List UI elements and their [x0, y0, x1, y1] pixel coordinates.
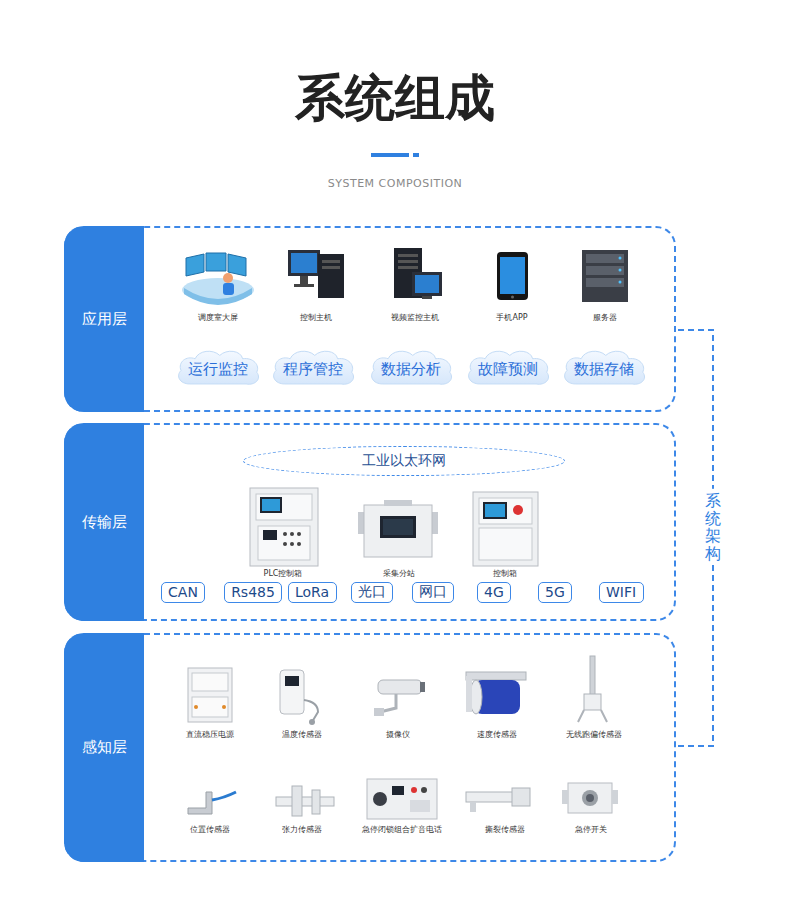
node-text: 工业以太环网 — [362, 452, 446, 470]
protocol-tag: Rs485 — [224, 582, 282, 603]
device-caption: 位置传感器 — [190, 824, 230, 835]
device-caption: 张力传感器 — [282, 824, 322, 835]
device-caption: 速度传感器 — [477, 729, 517, 740]
device-caption: 急停开关 — [575, 824, 607, 835]
position-sensor-icon — [188, 792, 236, 814]
layer-tab: 传输层 — [64, 423, 144, 621]
camera-icon — [374, 680, 425, 716]
device-caption: 撕裂传感器 — [485, 824, 525, 835]
node-text: 数据存储 — [574, 358, 634, 379]
device-caption: 服务器 — [593, 312, 617, 323]
layer-name: 感知层 — [82, 738, 127, 757]
architecture-label: 系统架构 — [703, 489, 723, 565]
node-text: 程序管控 — [283, 358, 343, 379]
ring-network-ellipse: 工业以太环网 — [243, 446, 565, 476]
device-caption: 手机APP — [496, 312, 527, 323]
node-text: LoRa — [295, 584, 329, 600]
subtitle: SYSTEM COMPOSITION — [328, 177, 463, 190]
device-caption: PLC控制箱 — [264, 568, 303, 579]
cloud-outline — [565, 351, 645, 384]
emergency-phone-icon — [367, 779, 437, 819]
video-host-icon — [394, 248, 442, 299]
node-text: 网口 — [419, 583, 447, 601]
heading-dot — [413, 153, 419, 157]
node-text: 数据分析 — [381, 358, 441, 379]
layer-panel: 应用层运行监控 程序管控 数据分析 故障预测 数据存储 — [64, 226, 676, 412]
node-text: 光口 — [358, 583, 386, 601]
cloud-outline — [179, 351, 259, 384]
device-caption: 采集分站 — [383, 568, 415, 579]
function-cloud: 数据分析 — [367, 347, 455, 389]
cloud-outline — [372, 351, 452, 384]
tear-sensor-icon — [466, 788, 530, 812]
node-text: CAN — [168, 584, 198, 600]
heading-bar — [371, 153, 409, 157]
device-caption: 急停闭锁组合扩音电话 — [362, 824, 442, 835]
node-text: 故障预测 — [478, 358, 538, 379]
tension-sensor-icon — [276, 786, 334, 816]
collection-substation-icon — [358, 500, 438, 557]
device-caption: 温度传感器 — [282, 729, 322, 740]
device-caption: 控制箱 — [493, 568, 517, 579]
node-text: Rs485 — [231, 584, 275, 600]
phone-app-icon — [497, 252, 528, 300]
device-caption: 直流稳压电源 — [186, 729, 234, 740]
emergency-stop-icon — [562, 783, 618, 813]
protocol-tag: 5G — [538, 582, 572, 603]
protocol-tag: WIFI — [599, 582, 644, 603]
device-caption: 视频监控主机 — [391, 312, 439, 323]
function-cloud: 数据存储 — [560, 347, 648, 389]
control-host-icon — [288, 250, 344, 298]
plc-cabinet-icon — [250, 488, 318, 566]
device-caption: 摄像仪 — [386, 729, 410, 740]
device-caption: 无线跑偏传感器 — [566, 729, 622, 740]
node-text: 5G — [545, 584, 565, 600]
protocol-tag: 4G — [477, 582, 511, 603]
layer-tab: 应用层 — [64, 226, 144, 412]
cloud-outline — [274, 351, 354, 384]
protocol-tag: 光口 — [351, 582, 393, 603]
dispatch-screen-icon — [182, 253, 254, 305]
layer-panel: 传输层 工业以太环网 CAN Rs485 LoRa 光口 网口 4G 5G WIFI — [64, 423, 676, 621]
function-cloud: 故障预测 — [464, 347, 552, 389]
speed-sensor-icon — [466, 672, 526, 714]
cloud-outline — [469, 351, 549, 384]
layer-name: 传输层 — [82, 513, 127, 532]
node-text: 运行监控 — [188, 358, 248, 379]
layer-tab: 感知层 — [64, 633, 144, 862]
dc-power-icon — [188, 668, 232, 722]
wireless-deviation-sensor-icon — [578, 656, 607, 722]
node-text: WIFI — [606, 584, 636, 600]
temperature-sensor-icon — [280, 670, 318, 725]
protocol-tag: CAN — [161, 582, 205, 603]
device-caption: 调度室大屏 — [198, 312, 238, 323]
function-cloud: 运行监控 — [174, 347, 262, 389]
page-title: 系统组成 — [295, 65, 495, 132]
node-text: 4G — [484, 584, 504, 600]
control-box-icon — [473, 492, 538, 566]
protocol-tag: LoRa — [288, 582, 337, 603]
function-cloud: 程序管控 — [269, 347, 357, 389]
layer-name: 应用层 — [82, 310, 127, 329]
device-caption: 控制主机 — [300, 312, 332, 323]
server-icon — [582, 250, 628, 302]
protocol-tag: 网口 — [412, 582, 454, 603]
